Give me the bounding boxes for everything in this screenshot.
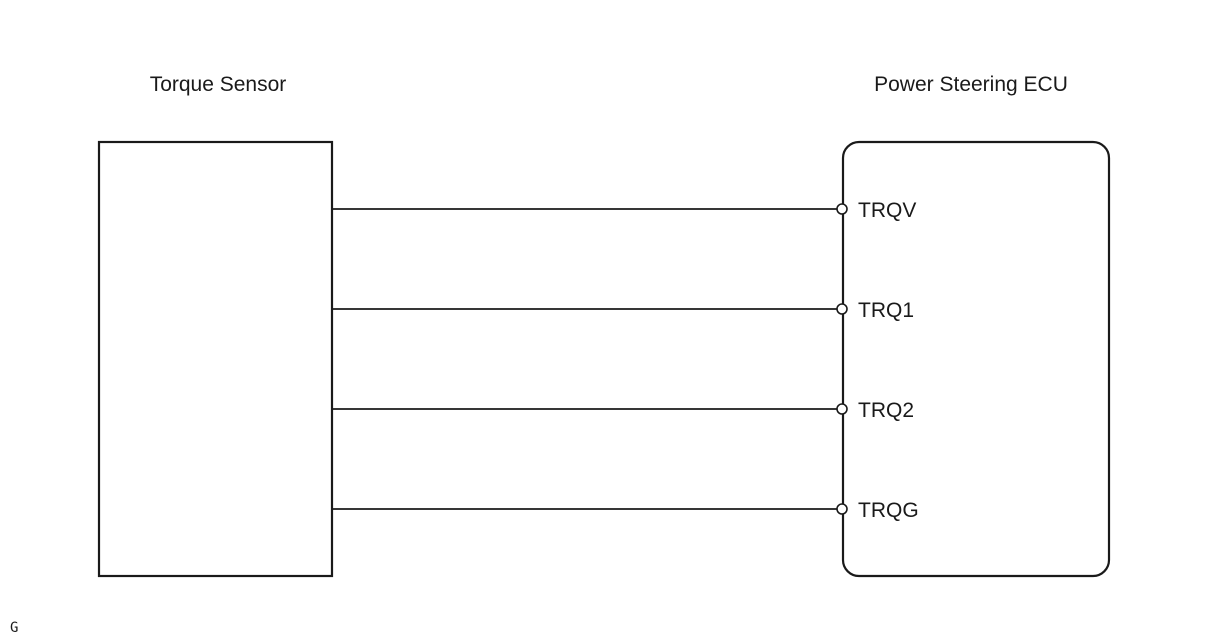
terminal-trq1 [836, 303, 848, 315]
figure-code: G [10, 620, 18, 636]
torque-sensor-title: Torque Sensor [150, 73, 287, 96]
pin-label-trq1: TRQ1 [858, 299, 914, 322]
pin-label-trqg: TRQG [858, 499, 919, 522]
wire-trq1: TRQ1 [332, 299, 914, 322]
terminal-trqg [836, 503, 848, 515]
wire-trqg: TRQG [332, 499, 919, 522]
power-steering-ecu-box [841, 140, 1111, 578]
terminal-trqv [836, 203, 848, 215]
torque-sensor-box [97, 140, 334, 578]
wire-trq2: TRQ2 [332, 399, 914, 422]
wire-trqv: TRQV [332, 199, 916, 222]
power-steering-ecu-title: Power Steering ECU [874, 73, 1068, 96]
terminal-trq2 [836, 403, 848, 415]
pin-label-trqv: TRQV [858, 199, 916, 222]
pin-label-trq2: TRQ2 [858, 399, 914, 422]
